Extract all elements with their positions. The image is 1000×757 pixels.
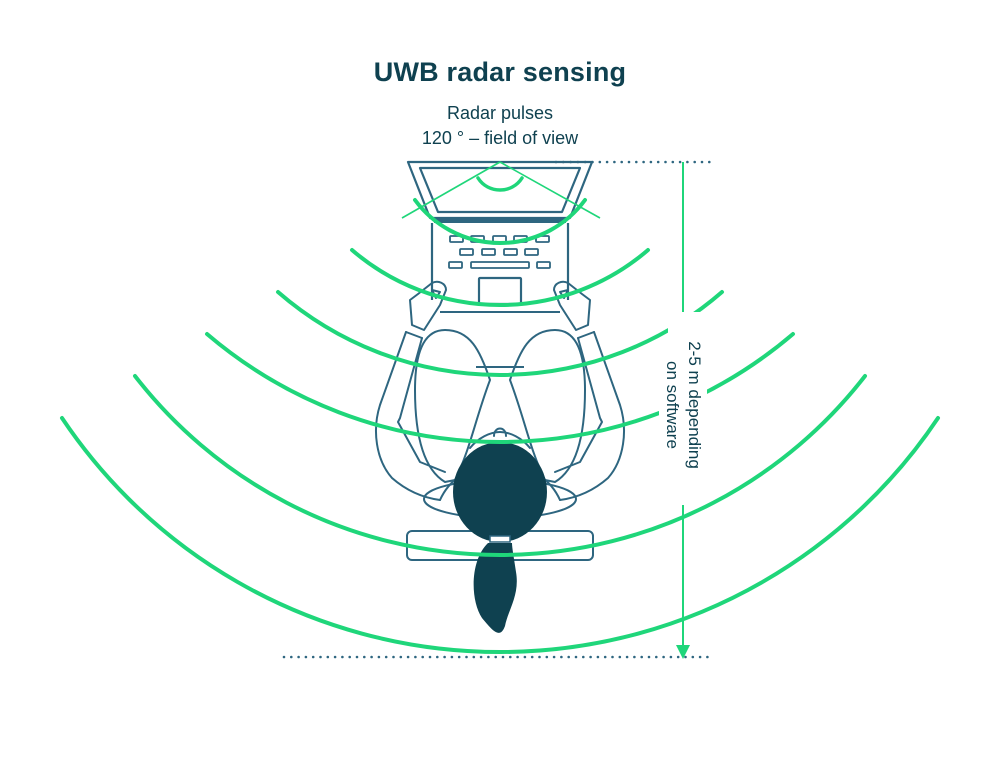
nose — [493, 427, 507, 437]
right-forearm — [554, 337, 603, 473]
range-label: 2-5 m depending on software — [659, 341, 707, 469]
laptop-hinge — [434, 218, 566, 223]
left-forearm — [397, 337, 446, 473]
radar-wave-arc — [276, 290, 724, 377]
left-sleeve — [405, 331, 423, 339]
person-head — [453, 442, 547, 633]
radar-wave-arc — [205, 332, 795, 444]
range-label-line1: 2-5 m depending — [685, 341, 704, 469]
laptop-screen — [418, 166, 582, 214]
chair-left-back — [414, 329, 491, 483]
range-arrow — [676, 162, 690, 659]
keyboard — [448, 235, 551, 269]
hair-tie — [489, 535, 511, 543]
radar-wave-arc — [60, 416, 940, 654]
field-of-view — [401, 161, 601, 219]
chair-right-back — [509, 329, 586, 483]
radar-emitter-pulse — [476, 176, 524, 192]
fov-label-line2: 120 ° – field of view — [421, 128, 579, 148]
right-sleeve — [577, 331, 595, 339]
fov-label-line1: Radar pulses — [446, 103, 554, 123]
ponytail — [473, 543, 517, 633]
fov-left-line — [401, 161, 501, 219]
radar-wave-arc — [350, 248, 650, 307]
left-arm — [375, 331, 441, 501]
head — [453, 442, 547, 542]
trackpad — [477, 276, 523, 306]
laptop-base — [430, 223, 570, 300]
range-label-line2: on software — [663, 361, 682, 449]
right-arm — [559, 331, 625, 501]
radar-wave-arc — [133, 374, 867, 557]
radar-waves — [60, 198, 940, 654]
range-arrow-head — [676, 645, 690, 659]
fov-right-line — [499, 161, 601, 219]
radar-wave-arc — [413, 198, 587, 245]
diagram-title: UWB radar sensing — [373, 57, 627, 87]
